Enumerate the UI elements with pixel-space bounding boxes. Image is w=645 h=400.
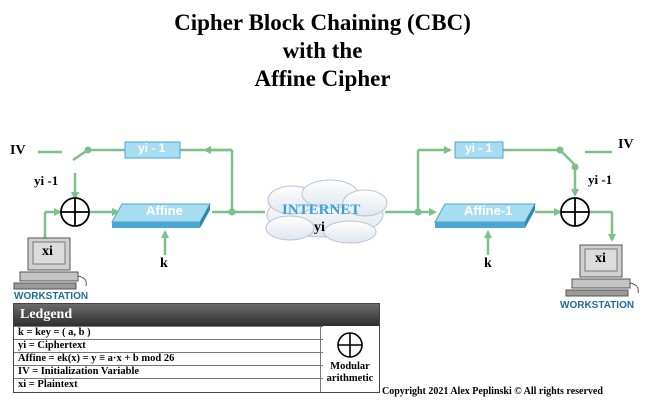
key-label-left: k	[160, 256, 168, 271]
affine-inverse-label: Affine-1	[464, 203, 513, 218]
workstation-label-left: WORKSTATION	[14, 291, 89, 302]
yi-minus-label-right: yi -1	[588, 172, 613, 187]
workstation-text-left: xi	[42, 244, 53, 259]
feedback-label-left: yi - 1	[138, 141, 166, 155]
legend-row-plaintext: xi = Plaintext	[14, 378, 323, 391]
legend-symbol-caption-1: Modular	[330, 361, 370, 372]
feedback-label-right: yi - 1	[465, 141, 493, 155]
iv-label-right: IV	[618, 137, 634, 152]
internet-label: INTERNET	[282, 202, 361, 218]
legend-row-ciphertext: yi = Ciphertext	[14, 339, 323, 352]
workstation-left-icon	[13, 237, 87, 290]
affine-inverse-box	[434, 203, 536, 228]
workstation-label-right: WORKSTATION	[560, 300, 635, 311]
title-line-3: Affine Cipher	[254, 66, 391, 91]
legend-symbol-caption-2: arithmetic	[326, 373, 374, 384]
legend-row-affine: Affine = ek(x) = y ≡ a·x + b mod 26	[14, 352, 323, 365]
title-line-1: Cipher Block Chaining (CBC)	[174, 10, 471, 35]
legend-row-iv: IV = Initialization Variable	[14, 365, 323, 378]
legend-title: Ledgend	[14, 304, 379, 326]
internet-cloud	[265, 179, 388, 244]
affine-box	[111, 203, 211, 228]
key-label-right: k	[484, 256, 492, 271]
yi-minus-label-left: yi -1	[34, 173, 59, 188]
feedback-box-left	[124, 141, 181, 159]
legend-row-key: k = key = ( a, b )	[14, 326, 323, 339]
feedback-box-right	[454, 141, 504, 159]
xor-legend-icon	[337, 332, 363, 358]
xor-symbol-right	[560, 197, 590, 227]
internet-sub-label: yi	[314, 220, 325, 235]
workstation-right-icon	[565, 244, 639, 297]
xor-symbol-left	[60, 197, 90, 227]
copyright-notice: Copyright 2021 Alex Peplinski © All righ…	[382, 386, 603, 397]
affine-label: Affine	[146, 203, 183, 218]
iv-label-left: IV	[10, 143, 26, 158]
legend-panel: Ledgend k = key = ( a, b ) yi = Cipherte…	[13, 303, 380, 393]
flow-lines	[38, 146, 616, 255]
legend-symbol-cell: Modular arithmetic	[320, 326, 379, 392]
junction-dots	[84, 146, 579, 216]
title-line-2: with the	[282, 38, 363, 63]
workstation-text-right: xi	[595, 251, 606, 266]
